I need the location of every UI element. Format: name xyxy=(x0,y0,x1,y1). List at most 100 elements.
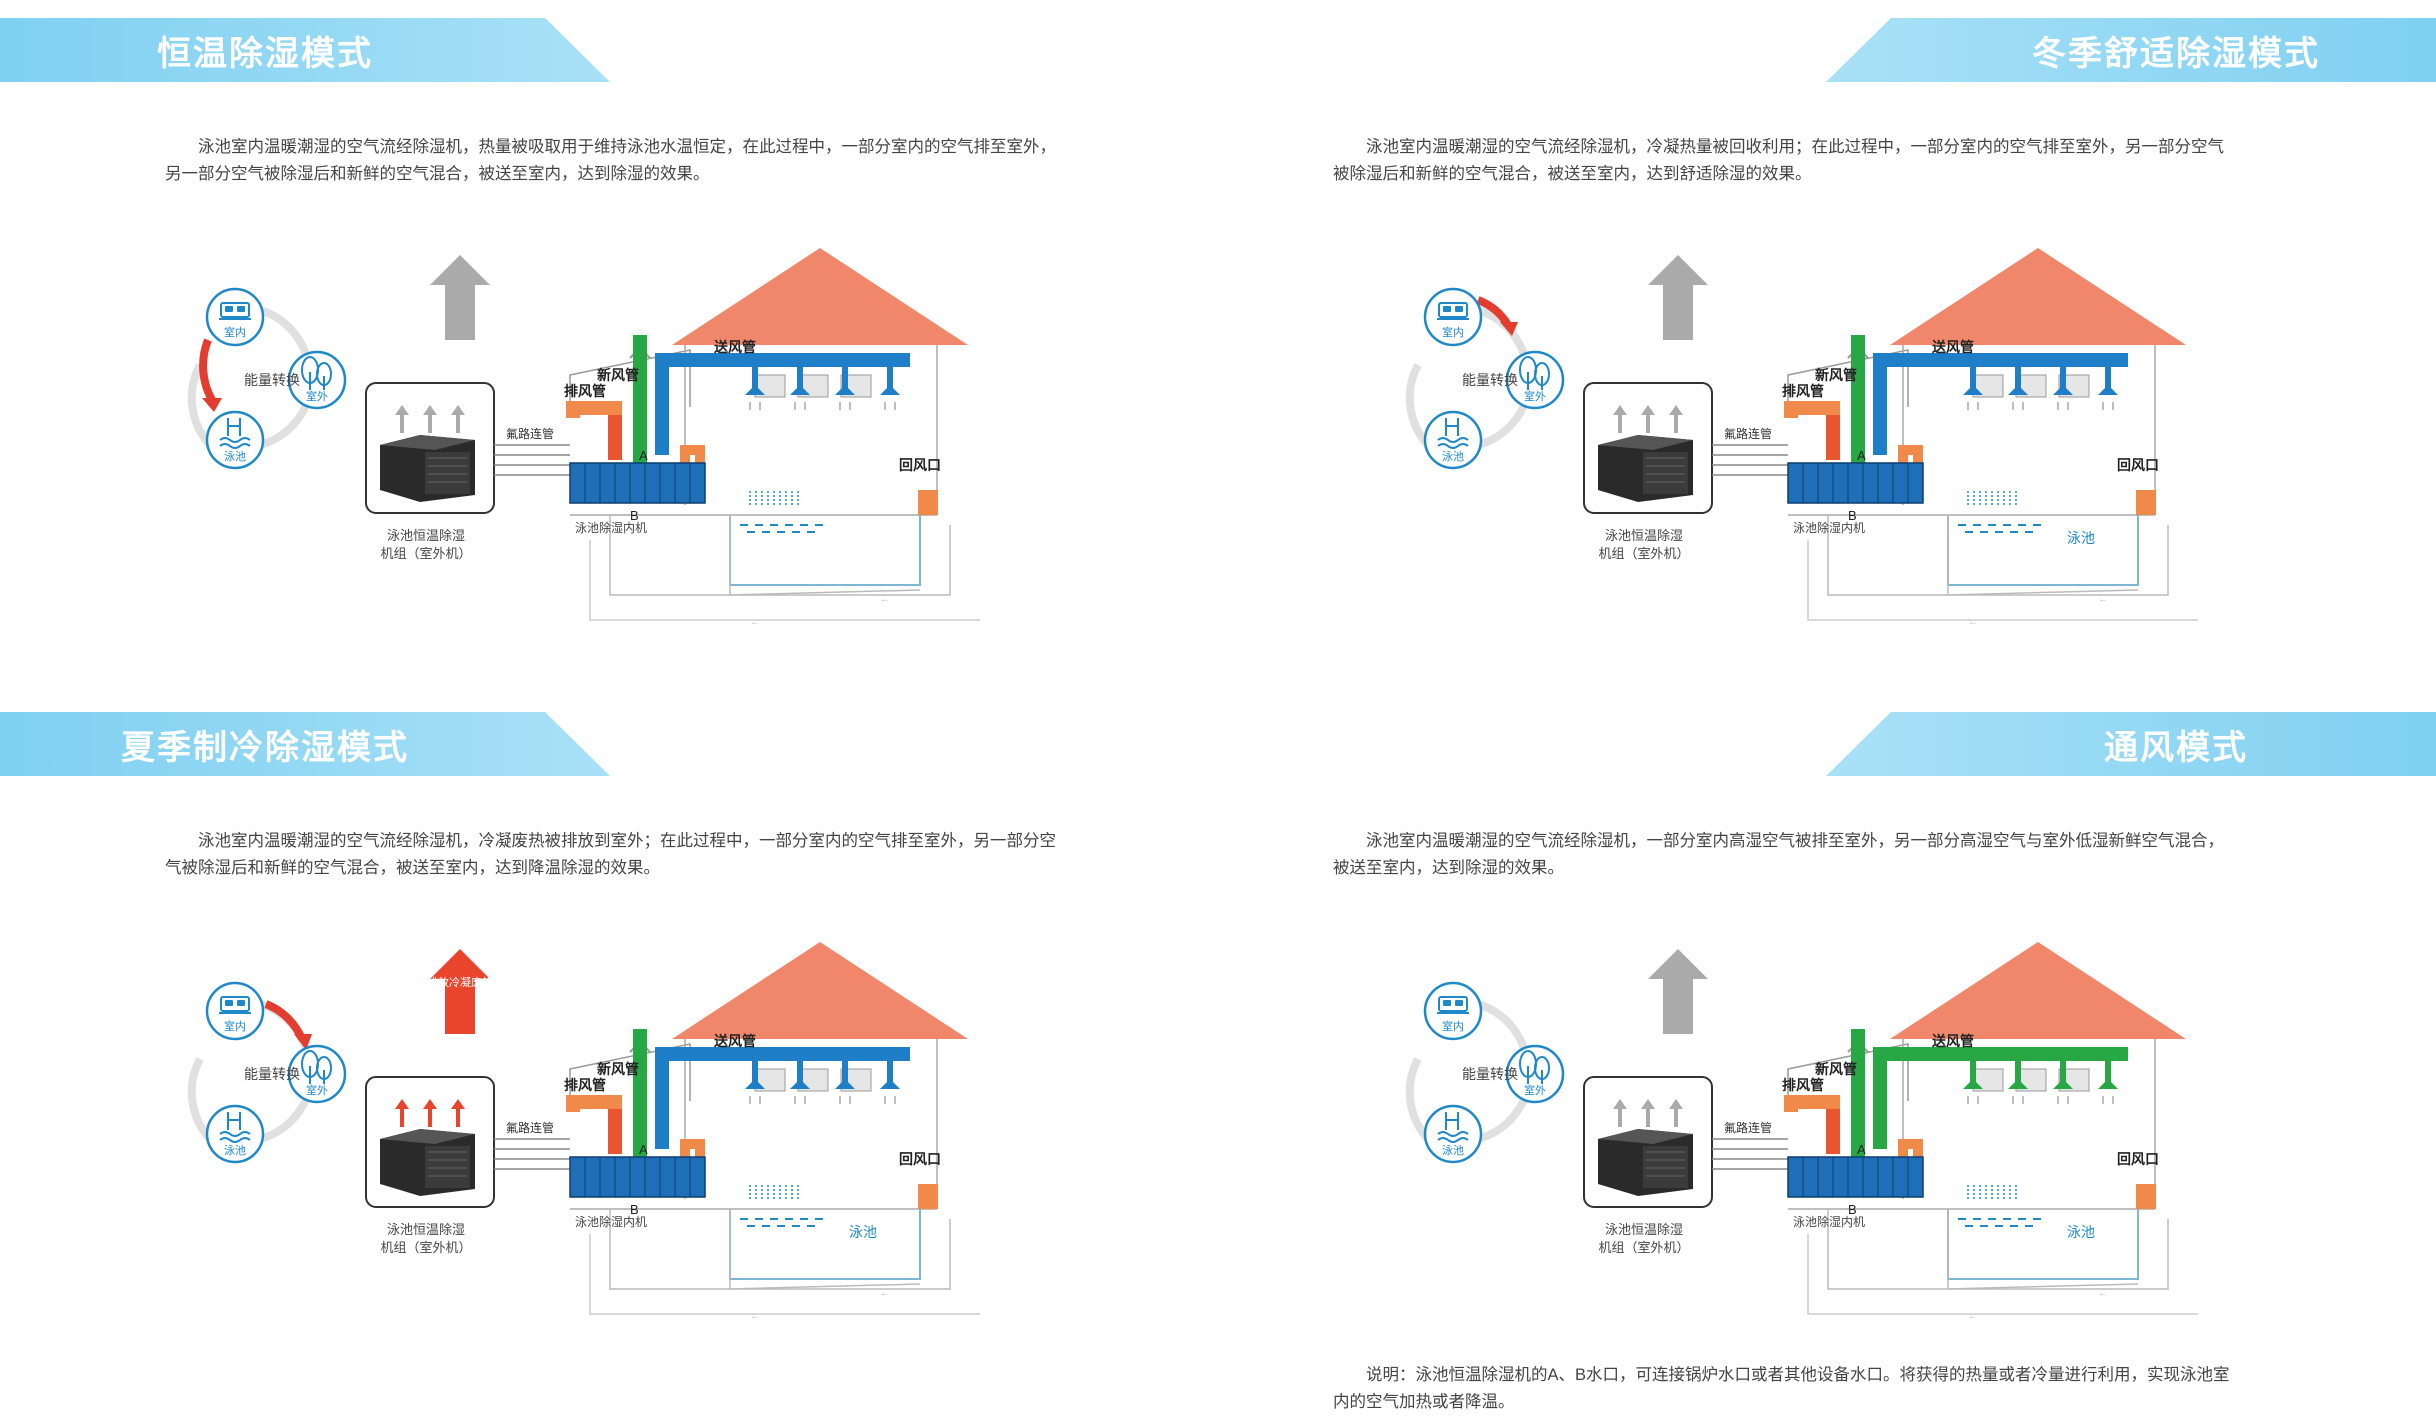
exhaust-duct: 排风管 xyxy=(1782,383,1840,460)
supply-duct-label: 送风管 xyxy=(1931,339,1974,355)
outdoor-unit-label: 泳池恒温除湿 xyxy=(387,1222,465,1237)
pool-label: 泳池 xyxy=(849,1224,877,1240)
supply-duct: 送风管 xyxy=(1880,339,2128,455)
refrigerant-pipes: 氟路连管 xyxy=(1712,426,1788,475)
supply-duct-pipe xyxy=(662,360,910,455)
condenser-unit-icon xyxy=(1598,1129,1693,1196)
cycle-arc xyxy=(260,1094,308,1139)
energy-transfer-label: 能量转换 xyxy=(1462,372,1518,388)
indoor-unit-body xyxy=(570,463,705,503)
pool-outer-line xyxy=(730,1209,920,1289)
refrigerant-pipes: 氟路连管 xyxy=(494,1120,570,1169)
flow-arrow-icon: ← xyxy=(1968,1311,1978,1322)
flow-arrow-icon: ← xyxy=(880,594,890,605)
supply-duct-pipe xyxy=(1880,360,2128,455)
refrigerant-pipe-label: 氟路连管 xyxy=(1724,426,1772,441)
condenser-unit-icon xyxy=(380,1129,475,1196)
exhaust-heat-label: 排放冷凝废热 xyxy=(427,975,493,989)
roof xyxy=(672,942,968,1039)
evaporation-marks xyxy=(750,1183,798,1199)
fresh-air-duct-label: 新风管 xyxy=(1815,1061,1857,1077)
refrigerant-pipes: 氟路连管 xyxy=(494,426,570,475)
condenser-unit-icon xyxy=(1598,435,1693,502)
supply-duct: 送风管 xyxy=(662,339,910,455)
supply-duct: 送风管 xyxy=(1880,1033,2128,1149)
panel-ventilation: 通风模式 泳池室内温暖潮湿的空气流经除湿机，一部分室内高湿空气被排至室外，另一部… xyxy=(1218,694,2436,1406)
supply-duct-label: 送风管 xyxy=(1931,1033,1974,1049)
panel-description: 泳池室内温暖潮湿的空气流经除湿机，热量被吸取用于维持泳池水温恒定，在此过程中，一… xyxy=(165,134,1065,188)
up-arrow-icon xyxy=(1648,255,1708,340)
return-air-vent xyxy=(918,490,938,515)
supply-duct: 送风管 xyxy=(662,1033,910,1149)
exhaust-duct: 排风管 xyxy=(564,383,622,460)
airflow-arrows xyxy=(750,402,895,410)
panel-title: 夏季制冷除湿模式 xyxy=(0,712,610,776)
indoor-node: 室内 xyxy=(207,289,263,345)
water-waves xyxy=(740,525,823,532)
flow-arrow-icon: ← xyxy=(750,1311,760,1322)
evaporation-marks xyxy=(1968,1183,2016,1199)
outdoor-label: 室外 xyxy=(1524,389,1546,403)
energy-cycle: 室内 室外 泳池 能量转换 xyxy=(192,983,345,1162)
indoor-unit-label: 泳池除湿内机 xyxy=(1793,1214,1865,1229)
pool-outer-line xyxy=(1948,1209,2138,1289)
system-diagram: 室内 室外 泳池 能量转换 xyxy=(1348,240,2436,710)
condenser-unit-icon xyxy=(380,435,475,502)
outdoor-unit-label-2: 机组（室外机） xyxy=(1598,1240,1689,1255)
evaporation-marks xyxy=(1968,489,2016,505)
return-air: 回风口 xyxy=(899,457,941,515)
cycle-arc xyxy=(1478,1004,1526,1056)
outdoor-label: 室外 xyxy=(1524,1083,1546,1097)
indoor-unit-label: 泳池除湿内机 xyxy=(1793,520,1865,535)
pool xyxy=(730,489,920,595)
pool-node-label: 泳池 xyxy=(224,449,246,463)
water-waves xyxy=(740,1219,823,1226)
port-a-label: A xyxy=(639,1142,648,1157)
exhaust-duct-label: 排风管 xyxy=(1782,383,1824,399)
airflow-arrows xyxy=(750,1096,895,1104)
system-diagram: 室内 室外 泳池 能量转换 xyxy=(1348,934,2436,1404)
water-waves xyxy=(1958,1219,2041,1226)
outdoor-unit-label-2: 机组（室外机） xyxy=(1598,546,1689,561)
exhaust-duct-label: 排风管 xyxy=(564,383,606,399)
outdoor-unit-label-2: 机组（室外机） xyxy=(380,546,471,561)
exhaust-heat-arrow xyxy=(1648,949,1708,1034)
pool: 泳池 xyxy=(1948,489,2138,595)
pool-node: 泳池 xyxy=(207,1106,263,1162)
pool-node: 泳池 xyxy=(1425,412,1481,468)
return-air: 回风口 xyxy=(2117,457,2159,515)
fresh-air-duct-label: 新风管 xyxy=(597,1061,639,1077)
energy-cycle: 室内 室外 泳池 能量转换 xyxy=(1410,289,1563,468)
supply-duct-pipe xyxy=(1880,1054,2128,1149)
flow-arrow-icon: ← xyxy=(750,617,760,628)
indoor-label: 室内 xyxy=(224,1019,246,1033)
up-arrow-icon xyxy=(430,255,490,340)
outdoor-unit: 泳池恒温除湿 机组（室外机） xyxy=(1584,1077,1712,1255)
up-arrow-icon xyxy=(430,949,490,1034)
return-air-label: 回风口 xyxy=(2117,1151,2159,1167)
flow-arrow-icon: ← xyxy=(2098,1288,2108,1299)
refrigerant-pipes: 氟路连管 xyxy=(1712,1120,1788,1169)
fresh-air-duct-pipe xyxy=(1851,1029,1865,1157)
supply-duct-label: 送风管 xyxy=(713,1033,756,1049)
refrigerant-pipe-label: 氟路连管 xyxy=(506,1120,554,1135)
flow-arrow-icon: ← xyxy=(2098,594,2108,605)
exhaust-duct-label: 排风管 xyxy=(1782,1077,1824,1093)
cycle-arc xyxy=(1478,1094,1526,1139)
indoor-unit-body xyxy=(1788,463,1923,503)
fresh-air-duct-label: 新风管 xyxy=(597,367,639,383)
outdoor-unit-label: 泳池恒温除湿 xyxy=(1605,528,1683,543)
up-arrow-icon xyxy=(1648,949,1708,1034)
exhaust-duct-label: 排风管 xyxy=(564,1077,606,1093)
indoor-unit-body xyxy=(1788,1157,1923,1197)
supply-duct-label: 送风管 xyxy=(713,339,756,355)
footnote: 说明：泳池恒温除湿机的A、B水口，可连接锅炉水口或者其他设备水口。将获得的热量或… xyxy=(1333,1362,2233,1416)
pool: 泳池 xyxy=(730,1183,920,1289)
roof xyxy=(672,248,968,345)
indoor-unit-body xyxy=(570,1157,705,1197)
return-air-vent xyxy=(2136,490,2156,515)
indoor-node: 室内 xyxy=(207,983,263,1039)
exhaust-duct-riser xyxy=(608,415,622,460)
pool-outer-line xyxy=(1948,515,2138,595)
pool-node: 泳池 xyxy=(207,412,263,468)
